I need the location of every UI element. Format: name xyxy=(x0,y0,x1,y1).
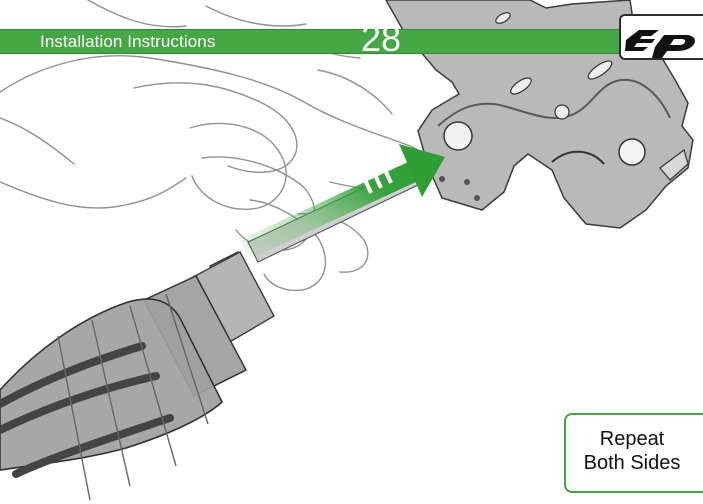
brand-logo xyxy=(619,14,703,60)
hand-holding-fitting-icon xyxy=(0,166,420,500)
repeat-note: Repeat Both Sides xyxy=(564,413,703,493)
page-number: 28 xyxy=(356,21,406,57)
page-title: Installation Instructions xyxy=(40,33,215,50)
header-bar: Installation Instructions xyxy=(0,29,622,54)
repeat-line-2: Both Sides xyxy=(566,451,698,475)
insert-direction-arrow-icon xyxy=(240,144,445,259)
repeat-line-1: Repeat xyxy=(566,427,698,451)
ep-logo-icon xyxy=(621,16,703,60)
